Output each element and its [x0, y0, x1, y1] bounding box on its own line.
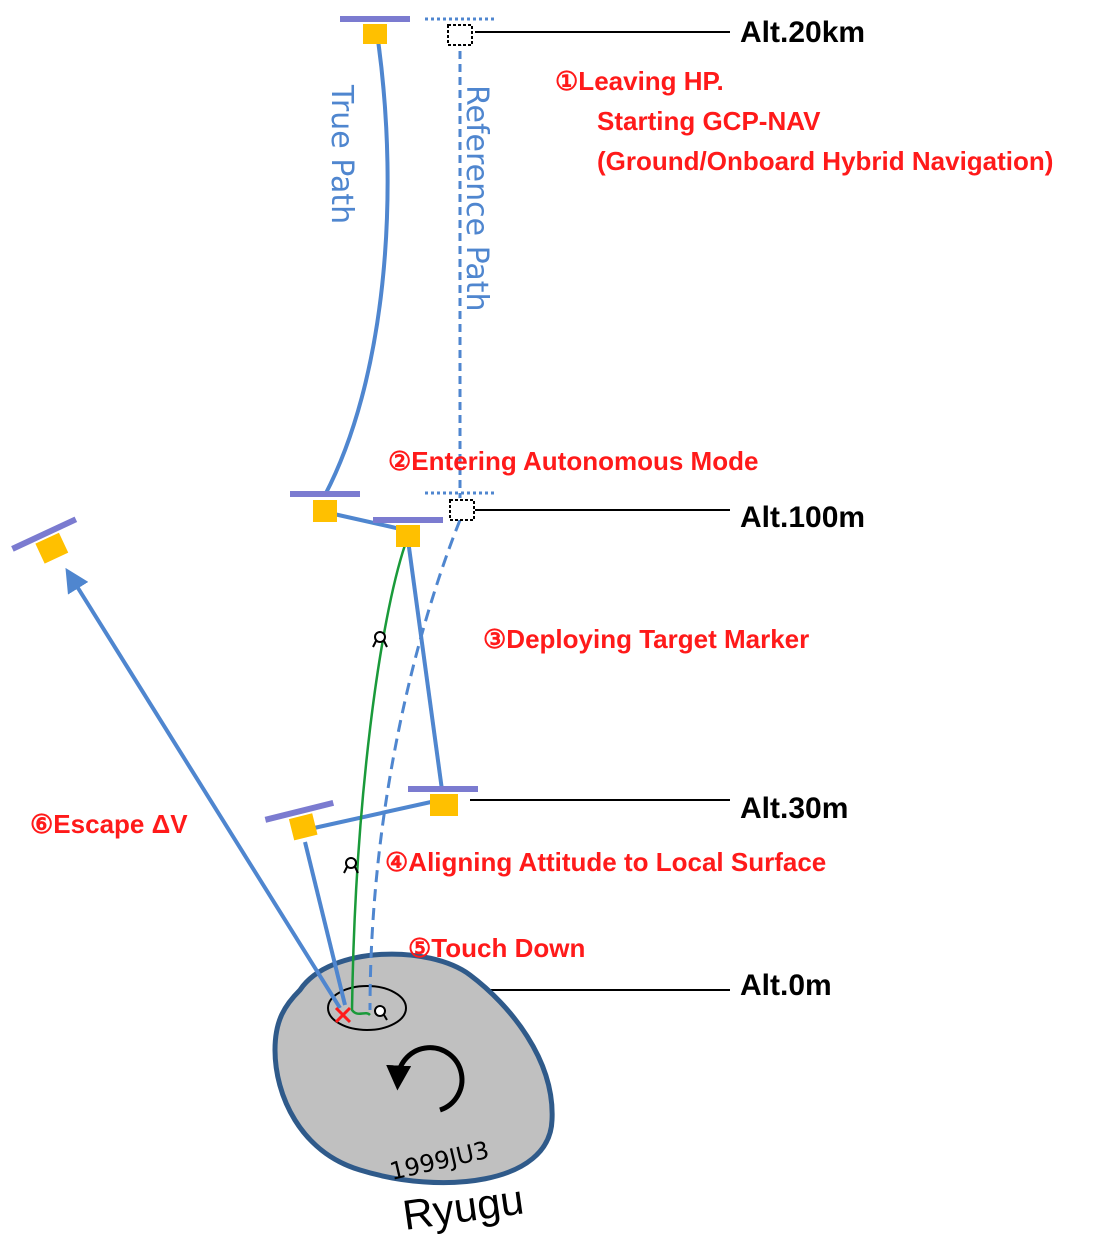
- step2-label: ②Entering Autonomous Mode: [388, 446, 758, 476]
- escape-dv-arrow: [65, 567, 342, 1010]
- step4-label: ④Aligning Attitude to Local Surface: [385, 847, 826, 877]
- rotation-arrow-icon: [386, 1045, 465, 1113]
- target-marker-icon: [343, 857, 359, 874]
- reference-spacecraft-20km-icon: [425, 17, 495, 46]
- step3-label: ③Deploying Target Marker: [483, 624, 809, 654]
- true-path-line: [323, 39, 390, 496]
- alt-30m-label: Alt.30m: [740, 792, 848, 825]
- asteroid-body: [272, 951, 555, 1186]
- true-path-descent-30m: [406, 539, 444, 791]
- step1-label-line1: ①Leaving HP.: [555, 66, 724, 96]
- true-path-lateral-move: [324, 510, 406, 532]
- alt-0m-label: Alt.0m: [740, 969, 832, 1002]
- step1-label-line3: (Ground/Onboard Hybrid Navigation): [597, 146, 1053, 176]
- step6-label: ⑥Escape ΔV: [30, 809, 188, 839]
- spacecraft-20km-icon: [340, 16, 410, 44]
- spacecraft-100m-shifted-icon: [373, 517, 443, 547]
- landing-zone-ellipse: [327, 985, 407, 1031]
- true-path-touchdown: [303, 841, 347, 1006]
- reference-spacecraft-100m-icon: [425, 491, 495, 521]
- step5-label: ⑤Touch Down: [408, 933, 585, 963]
- asteroid-name: Ryugu: [400, 1175, 527, 1236]
- spacecraft-100m-icon: [290, 491, 360, 522]
- alt-20km-label: Alt.20km: [740, 16, 865, 49]
- spacecraft-30m-icon: [408, 786, 478, 816]
- spacecraft-escape-icon: [11, 516, 78, 564]
- reference-path-label: Reference Path: [459, 85, 494, 312]
- true-path-label: True Path: [324, 84, 359, 224]
- step1-label-line2: Starting GCP-NAV: [597, 106, 821, 136]
- target-marker-icon: [372, 631, 388, 648]
- reference-path-descent: [368, 519, 462, 1011]
- touchdown-point-cross-icon: [334, 1006, 352, 1024]
- true-path-attitude-shift: [304, 798, 441, 832]
- alt-100m-label: Alt.100m: [740, 501, 865, 534]
- spacecraft-aligned-icon: [264, 799, 335, 841]
- target-marker-trajectory: [350, 544, 407, 1017]
- target-marker-icon: [374, 1005, 388, 1021]
